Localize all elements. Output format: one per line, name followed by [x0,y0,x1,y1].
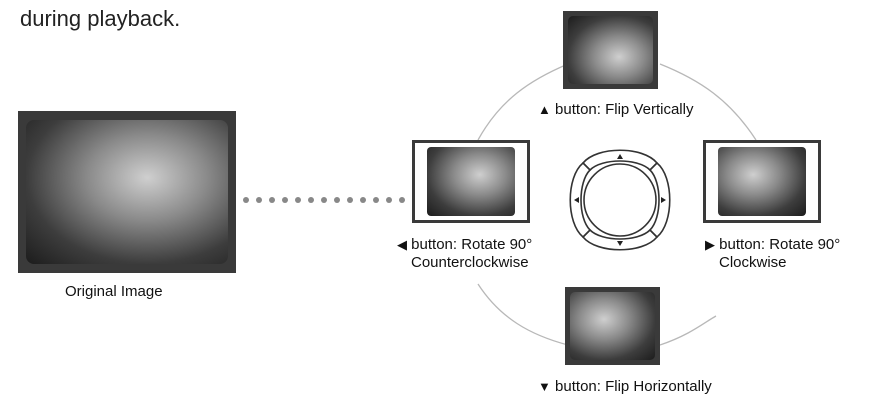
pad-up-arrow-icon [617,154,623,159]
rotate-ccw-label-line2: Counterclockwise [411,254,529,271]
rotate-ccw-image [412,140,530,223]
original-image [18,111,236,273]
flip-horizontal-image [565,287,660,365]
flip-horizontal-label: button: Flip Horizontally [555,378,712,395]
arc-bottom-left [477,283,569,346]
pad-right-arrow-icon [661,197,666,203]
rotate-cw-image [703,140,821,223]
rotate-cw-label-line2: Clockwise [719,254,787,271]
butterfly-photo-icon [570,292,655,360]
left-triangle-icon: ◀ [397,237,407,252]
butterfly-photo-icon [427,147,515,216]
flip-horizontal-caption: ▼ button: Flip Horizontally [538,378,712,396]
butterfly-photo-icon [568,16,653,84]
rotate-cw-caption: ▶ button: Rotate 90° Clockwise [705,236,840,272]
right-triangle-icon: ▶ [705,237,715,252]
butterfly-photo-icon [718,147,806,216]
rotate-ccw-caption: ◀ button: Rotate 90° Counterclockwise [397,236,532,272]
arc-top-left [477,63,569,141]
pad-down-arrow-icon [617,241,623,246]
pad-left-arrow-icon [574,197,579,203]
flip-vertical-caption: ▲ button: Flip Vertically [538,101,693,119]
pad-right-segment [648,161,671,239]
four-way-direction-pad-icon [569,149,671,251]
butterfly-photo-icon [26,120,228,264]
rotate-cw-label: button: Rotate 90° [719,236,841,253]
arc-top-right [659,63,757,141]
intro-text: during playback. [20,6,181,31]
flip-vertical-label: button: Flip Vertically [555,101,694,118]
rotate-ccw-label: button: Rotate 90° [411,236,533,253]
arc-bottom-right [659,315,717,346]
original-image-label: Original Image [65,283,163,300]
dotted-connector [243,197,405,203]
down-triangle-icon: ▼ [538,379,551,394]
up-triangle-icon: ▲ [538,102,551,117]
flip-vertical-image [563,11,658,89]
pad-center [583,163,657,237]
pad-left-segment [569,161,592,239]
